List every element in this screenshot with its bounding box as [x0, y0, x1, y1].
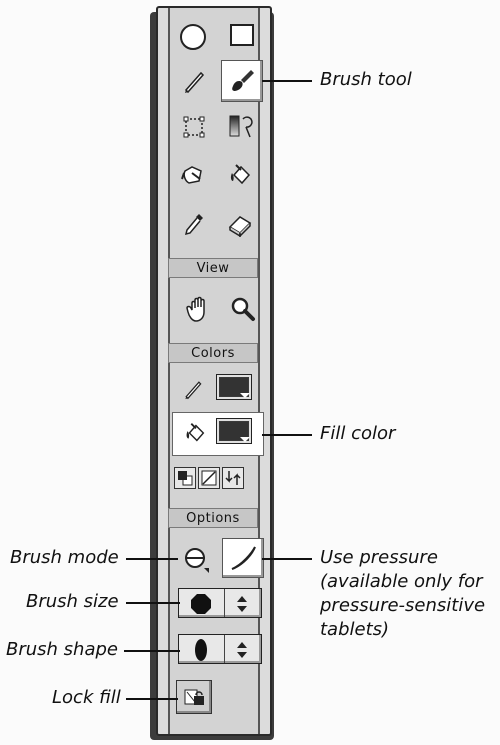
no-color-icon [201, 470, 217, 486]
paint-bucket-icon [230, 164, 251, 185]
brush-tool-label: Brush tool [320, 69, 412, 90]
use-pressure-callout-line [262, 558, 312, 560]
default-colors-button[interactable] [174, 467, 196, 489]
fill-color-callout-line [262, 434, 312, 436]
hand-tool[interactable] [180, 290, 218, 328]
use-pressure-label-3: pressure-sensitive [320, 595, 486, 616]
brush-mode-button[interactable] [176, 540, 216, 578]
lasso-tool[interactable] [175, 108, 213, 146]
swap-colors-icon [225, 471, 241, 485]
options-section-header: Options [168, 508, 258, 528]
pencil-icon [184, 71, 205, 94]
brush-size-label: Brush size [26, 591, 119, 612]
brush-size-icon [191, 594, 211, 614]
brush-shape-label: Brush shape [6, 639, 118, 660]
view-section-header: View [168, 258, 258, 278]
magnifier-icon [231, 297, 255, 321]
stroke-color-pencil [178, 374, 208, 404]
lock-fill-button[interactable] [176, 680, 212, 714]
gradient-transform-icon [229, 115, 253, 138]
use-pressure-label-4: tablets) [320, 619, 390, 640]
brush-mode-label: Brush mode [10, 547, 119, 568]
lock-fill-label: Lock fill [52, 687, 121, 708]
brush-tool[interactable] [221, 60, 263, 102]
default-colors-icon [178, 471, 193, 486]
colors-section-header: Colors [168, 343, 258, 363]
brush-shape-icon [195, 639, 207, 661]
brush-size-popup[interactable] [178, 588, 262, 618]
brush-size-callout-line [126, 602, 180, 604]
ink-bottle-tool[interactable] [175, 156, 213, 194]
eyedropper-tool[interactable] [175, 205, 213, 243]
lock-fill-icon [184, 689, 204, 705]
brush-icon [232, 70, 254, 91]
brush-tool-callout-line [262, 80, 312, 82]
paint-bucket-icon [186, 423, 205, 442]
ink-bottle-icon [181, 166, 202, 184]
brush-shape-popup[interactable] [178, 634, 262, 664]
brush-mode-icon [185, 548, 209, 573]
pencil-icon [185, 381, 202, 400]
paint-bucket-tool[interactable] [221, 156, 259, 194]
use-pressure-label-2: (available only for [320, 571, 483, 592]
zoom-box-icon[interactable] [230, 24, 254, 46]
close-box-icon[interactable] [180, 24, 206, 50]
stepper-arrows-icon [237, 642, 247, 658]
eraser-icon [228, 216, 252, 237]
fill-color-bucket [178, 416, 212, 450]
fill-color-swatch[interactable] [216, 418, 252, 444]
hand-icon [186, 296, 205, 322]
zoom-tool[interactable] [224, 290, 262, 328]
pencil-tool[interactable] [175, 62, 213, 100]
chevron-down-icon [240, 437, 250, 442]
chevron-down-icon [240, 393, 250, 398]
pressure-stroke-icon [231, 546, 256, 570]
lasso-icon [183, 116, 205, 138]
swap-colors-button[interactable] [222, 467, 244, 489]
eraser-tool[interactable] [221, 205, 259, 243]
stroke-color-swatch[interactable] [216, 374, 252, 400]
use-pressure-label-1: Use pressure [320, 547, 438, 568]
no-color-button[interactable] [198, 467, 220, 489]
lock-fill-callout-line [126, 698, 178, 700]
brush-mode-callout-line [126, 558, 178, 560]
use-pressure-button[interactable] [222, 538, 264, 578]
fill-color-label: Fill color [320, 423, 396, 444]
brush-shape-callout-line [124, 650, 180, 652]
stepper-arrows-icon [237, 596, 247, 612]
eyedropper-icon [184, 214, 203, 236]
gradient-transform-tool[interactable] [221, 108, 259, 146]
